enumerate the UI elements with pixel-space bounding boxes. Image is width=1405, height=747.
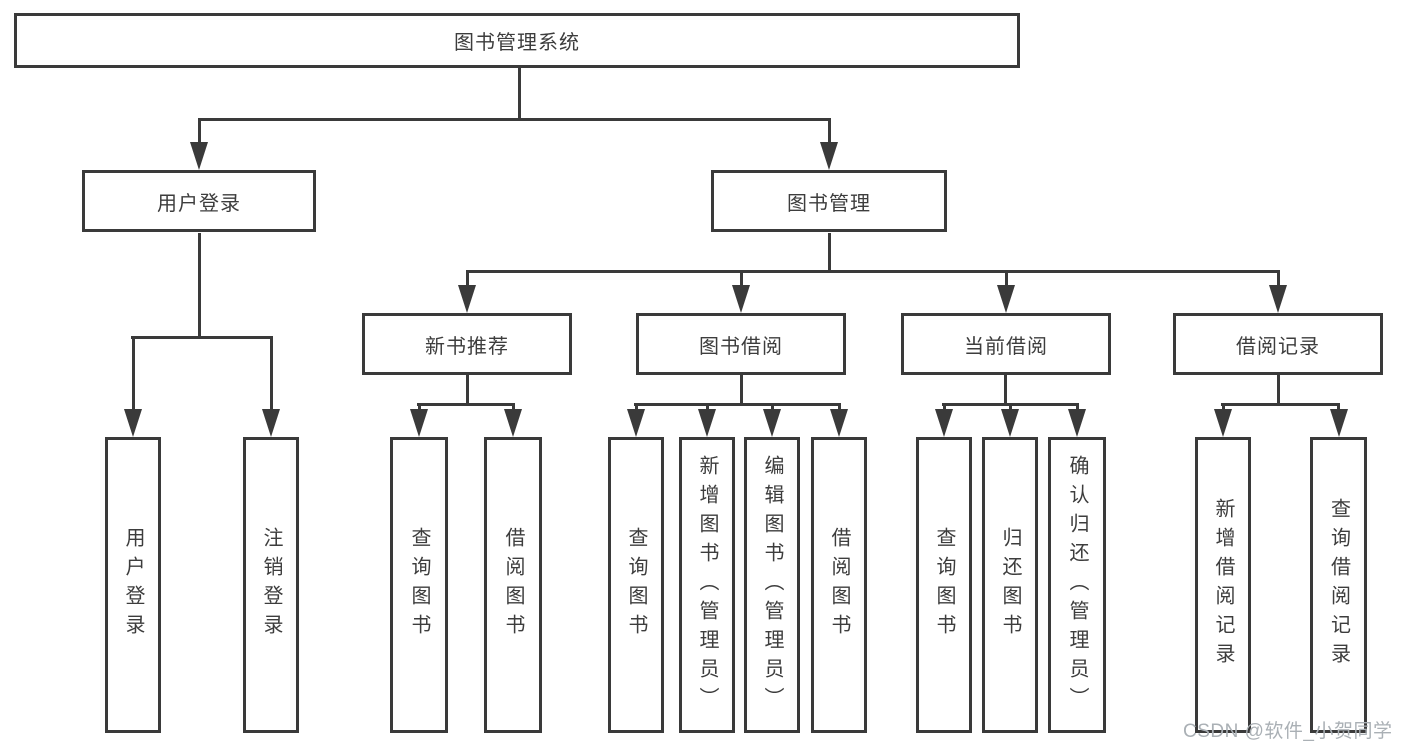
connector-line [198, 118, 201, 144]
connector-line [198, 118, 831, 121]
node-user-login-label: 用户登录 [157, 192, 241, 215]
node-book-management: 图书管理 [711, 170, 947, 232]
connector-line [828, 118, 831, 144]
leaf-logout-label: 注销登录 [260, 527, 282, 643]
connector-line [838, 403, 841, 411]
connector-line [518, 68, 521, 121]
arrow-down-icon [504, 409, 522, 437]
connector-line [740, 270, 743, 288]
arrow-down-icon [1269, 285, 1287, 313]
arrow-down-icon [732, 285, 750, 313]
connector-line [512, 403, 515, 411]
leaf-cb-query-books-label: 查询图书 [933, 527, 955, 643]
leaf-bb-borrow-books: 借阅图书 [811, 437, 867, 733]
connector-line [1277, 270, 1280, 288]
connector-line [132, 336, 135, 412]
connector-line [1221, 403, 1340, 406]
csdn-watermark: CSDN @软件_小贺同学 [1183, 721, 1393, 742]
node-book-borrowing-label: 图书借阅 [699, 335, 783, 358]
connector-line [198, 233, 201, 339]
connector-line [270, 336, 273, 412]
leaf-br-add-record: 新增借阅记录 [1195, 437, 1251, 733]
connector-line [1004, 375, 1007, 406]
connector-line [417, 403, 515, 406]
arrow-down-icon [627, 409, 645, 437]
node-current-borrowing-label: 当前借阅 [964, 335, 1048, 358]
node-new-book-recommend-label: 新书推荐 [425, 335, 509, 358]
leaf-logout: 注销登录 [243, 437, 299, 733]
leaf-bb-query-books: 查询图书 [608, 437, 664, 733]
arrow-down-icon [262, 409, 280, 437]
leaf-bb-add-books: 新增图书（管理员） [679, 437, 735, 733]
arrow-down-icon [458, 285, 476, 313]
arrow-down-icon [763, 409, 781, 437]
leaf-bb-edit-books-label: 编辑图书（管理员） [761, 454, 783, 716]
arrow-down-icon [190, 142, 208, 170]
connector-line [131, 336, 273, 339]
connector-line [466, 270, 469, 288]
node-book-borrowing: 图书借阅 [636, 313, 846, 375]
arrow-down-icon [1330, 409, 1348, 437]
leaf-bb-edit-books: 编辑图书（管理员） [744, 437, 800, 733]
connector-line [1222, 403, 1225, 411]
connector-line [466, 270, 1279, 273]
leaf-br-add-record-label: 新增借阅记录 [1212, 498, 1234, 672]
leaf-user-login: 用户登录 [105, 437, 161, 733]
leaf-nbr-borrow-books-label: 借阅图书 [502, 527, 524, 643]
node-book-management-label: 图书管理 [787, 192, 871, 215]
node-borrowing-records: 借阅记录 [1173, 313, 1383, 375]
leaf-nbr-query-books: 查询图书 [390, 437, 448, 733]
arrow-down-icon [698, 409, 716, 437]
connector-line [828, 233, 831, 273]
connector-line [1076, 403, 1079, 411]
connector-line [418, 403, 421, 411]
connector-line [943, 403, 946, 411]
leaf-bb-borrow-books-label: 借阅图书 [828, 527, 850, 643]
connector-line [1009, 403, 1012, 411]
leaf-nbr-borrow-books: 借阅图书 [484, 437, 542, 733]
leaf-cb-return-books: 归还图书 [982, 437, 1038, 733]
node-new-book-recommend: 新书推荐 [362, 313, 572, 375]
leaf-br-query-record: 查询借阅记录 [1310, 437, 1367, 733]
connector-line [635, 403, 638, 411]
arrow-down-icon [820, 142, 838, 170]
node-root-label: 图书管理系统 [454, 32, 580, 54]
connector-line [1005, 270, 1008, 288]
connector-line [706, 403, 709, 411]
leaf-cb-query-books: 查询图书 [916, 437, 972, 733]
leaf-nbr-query-books-label: 查询图书 [408, 527, 430, 643]
connector-line [771, 403, 774, 411]
arrow-down-icon [124, 409, 142, 437]
arrow-down-icon [1214, 409, 1232, 437]
leaf-bb-add-books-label: 新增图书（管理员） [696, 454, 718, 716]
arrow-down-icon [830, 409, 848, 437]
connector-line [1277, 375, 1280, 406]
node-root: 图书管理系统 [14, 13, 1020, 68]
leaf-cb-confirm-return: 确认归还（管理员） [1048, 437, 1106, 733]
connector-line [634, 403, 841, 406]
leaf-cb-return-books-label: 归还图书 [999, 527, 1021, 643]
arrow-down-icon [410, 409, 428, 437]
arrow-down-icon [935, 409, 953, 437]
node-borrowing-records-label: 借阅记录 [1236, 335, 1320, 358]
connector-line [466, 375, 469, 406]
connector-line [740, 375, 743, 406]
arrow-down-icon [997, 285, 1015, 313]
leaf-bb-query-books-label: 查询图书 [625, 527, 647, 643]
node-user-login: 用户登录 [82, 170, 316, 232]
arrow-down-icon [1068, 409, 1086, 437]
arrow-down-icon [1001, 409, 1019, 437]
node-current-borrowing: 当前借阅 [901, 313, 1111, 375]
leaf-cb-confirm-return-label: 确认归还（管理员） [1066, 454, 1088, 716]
leaf-user-login-label: 用户登录 [122, 527, 144, 643]
leaf-br-query-record-label: 查询借阅记录 [1327, 498, 1350, 672]
connector-line [1337, 403, 1340, 411]
